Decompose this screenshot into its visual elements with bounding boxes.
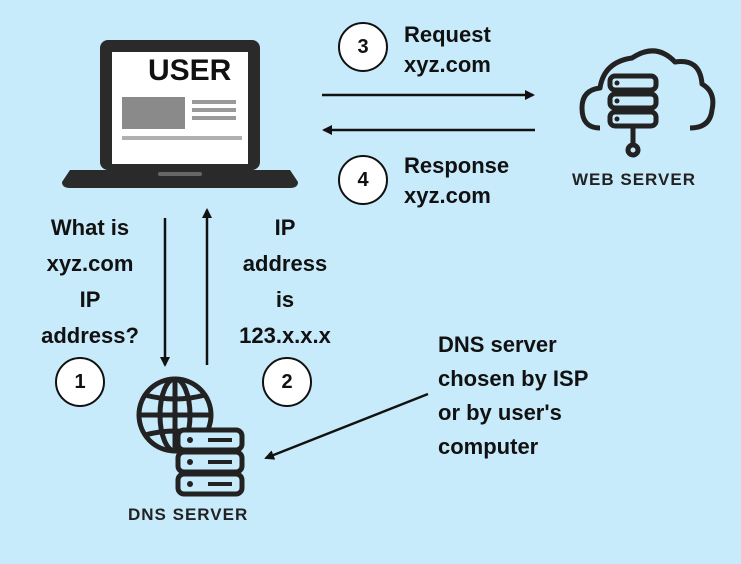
dns-choice-note: DNS server chosen by ISP or by user's co… — [438, 332, 589, 459]
dns-server-label: DNS SERVER — [128, 505, 249, 524]
note-pointer-arrow — [264, 392, 429, 460]
step-2-badge: 2 — [262, 357, 312, 407]
step-4-text: Response xyz.com — [404, 153, 510, 208]
step-1-text: What is xyz.com IP address? — [41, 215, 139, 348]
step-3-text: Request xyz.com — [404, 22, 491, 77]
step-2-text: IP address is 123.x.x.x — [239, 215, 331, 348]
step-1-badge: 1 — [55, 357, 105, 407]
screen-block-icon — [122, 97, 185, 129]
web-server-label: WEB SERVER — [572, 170, 696, 189]
step-4-badge: 4 — [338, 155, 388, 205]
step-3-badge: 3 — [338, 22, 388, 72]
user-label: USER — [148, 54, 232, 87]
web-server-icon — [579, 48, 716, 158]
laptop-icon — [62, 40, 298, 188]
dns-server-icon — [136, 376, 245, 497]
